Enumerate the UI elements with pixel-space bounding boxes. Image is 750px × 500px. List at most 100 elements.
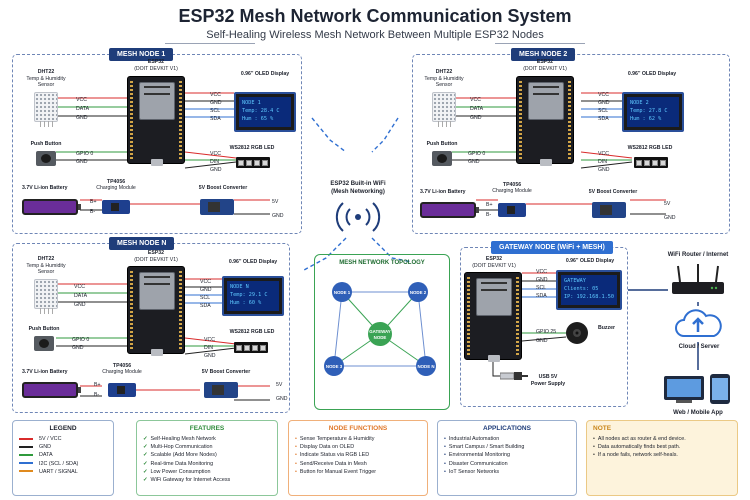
oled-label: 0.96" OLED Display bbox=[240, 71, 290, 77]
dht22-sub2: Sensor bbox=[435, 82, 453, 88]
mesh-link bbox=[311, 117, 347, 153]
function-item: Send/Receive Data in Mesh bbox=[295, 460, 421, 468]
function-item: Display Data on OLED bbox=[295, 443, 421, 451]
esp32-model: (DOIT DEVKIT V1) bbox=[134, 257, 178, 263]
pin-label: 5V bbox=[272, 199, 279, 205]
oled-line-1: NODE 1 bbox=[242, 100, 261, 106]
dht22-sub1: Temp & Humidity bbox=[26, 76, 66, 82]
pin-label: VCC bbox=[210, 151, 221, 157]
pin-label: DIN bbox=[210, 159, 219, 165]
tp4056-label: TP4056 bbox=[112, 363, 132, 369]
pin-label: DIN bbox=[204, 345, 213, 351]
applications-box: APPLICATIONS Industrial AutomationSmart … bbox=[437, 420, 577, 496]
esp32-label: ESP32 bbox=[147, 250, 165, 256]
pin-label: VCC bbox=[204, 337, 215, 343]
pin-label: B- bbox=[94, 392, 100, 398]
esp32-label: ESP32 bbox=[536, 59, 554, 65]
boost-converter bbox=[200, 199, 234, 215]
pin-label: VCC bbox=[598, 92, 609, 98]
buzzer-icon bbox=[566, 322, 588, 344]
tp4056-label: TP4056 bbox=[106, 179, 126, 185]
esp32-board bbox=[127, 266, 185, 356]
topology-title: MESH NETWORK TOPOLOGY bbox=[339, 260, 425, 266]
battery bbox=[420, 202, 479, 218]
pin-label: 5V bbox=[276, 382, 283, 388]
wifi-label-1: ESP32 Built-in WiFi bbox=[330, 181, 386, 187]
application-item: IoT Sensor Networks bbox=[444, 468, 570, 476]
tp4056-module bbox=[102, 200, 130, 214]
dht22-sensor bbox=[34, 92, 58, 127]
legend-swatch bbox=[19, 437, 33, 440]
pin-label: GPIO 0 bbox=[76, 151, 94, 157]
router-icon bbox=[672, 264, 724, 294]
pin-label: SCL bbox=[598, 108, 609, 114]
topology-node-label: NODE 1 bbox=[334, 290, 351, 295]
pin-label: SCL bbox=[200, 295, 211, 301]
pin-label: GND bbox=[76, 159, 88, 165]
dht22-sensor bbox=[432, 92, 456, 127]
functions-box: NODE FUNCTIONS Sense Temperature & Humid… bbox=[288, 420, 428, 496]
pin-label: B+ bbox=[90, 199, 97, 205]
pin-label: VCC bbox=[598, 151, 609, 157]
oled-line-2: Temp: 28.4 C bbox=[242, 108, 280, 114]
oled-label: 0.96" OLED Display bbox=[627, 71, 677, 77]
pin-label: GND bbox=[210, 167, 222, 173]
subtitle-divider-left bbox=[165, 43, 255, 44]
topology-node: NODE 3 bbox=[324, 356, 344, 376]
gateway-panel: GATEWAY NODE (WiFi + MESH) bbox=[460, 241, 628, 407]
oled-line-2: Temp: 29.1 C bbox=[230, 292, 268, 298]
pin-label: GND bbox=[204, 353, 216, 359]
battery bbox=[22, 382, 81, 398]
esp32-model: (DOIT DEVKIT V1) bbox=[134, 66, 178, 72]
page-subtitle: Self-Healing Wireless Mesh Network Betwe… bbox=[206, 29, 544, 41]
esp32-board bbox=[127, 76, 185, 166]
dht22-sub1: Temp & Humidity bbox=[26, 263, 66, 269]
pin-label: 5V bbox=[664, 201, 671, 207]
pin-label: SDA bbox=[598, 116, 609, 122]
rgb-led-strip bbox=[234, 342, 268, 353]
devices-icon bbox=[664, 374, 730, 404]
cloud-label: Cloud / Server bbox=[678, 344, 720, 350]
push-button-label: Push Button bbox=[28, 326, 60, 332]
legend-swatch bbox=[19, 453, 33, 456]
pin-label: B+ bbox=[94, 382, 101, 388]
features-box: FEATURES Self-Healing Mesh NetworkMulti-… bbox=[136, 420, 278, 496]
pin-label: SDA bbox=[536, 293, 547, 299]
pin-label: GND bbox=[470, 115, 482, 121]
boost-label: 5V Boost Converter bbox=[198, 185, 248, 191]
pin-label: DATA bbox=[470, 106, 484, 112]
pin-label: GND bbox=[276, 396, 288, 402]
oled-line-1: NODE 2 bbox=[630, 100, 649, 106]
oled-line-3: Hum : 62 % bbox=[630, 116, 662, 122]
pin-label: SCL bbox=[210, 108, 221, 114]
topology-node: NODE N bbox=[416, 356, 436, 376]
app-label: Web / Mobile App bbox=[673, 410, 723, 416]
gateway-title: GATEWAY NODE (WiFi + MESH) bbox=[491, 241, 613, 254]
pin-label: VCC bbox=[200, 279, 211, 285]
oled-label: 0.96" OLED Display bbox=[565, 258, 615, 264]
topology-node-label: NODE 3 bbox=[326, 364, 343, 369]
features-title: FEATURES bbox=[189, 425, 225, 432]
legend-item: DATA bbox=[19, 451, 107, 459]
pin-label: VCC bbox=[470, 97, 481, 103]
oled-line-3: IP: 192.168.1.50 bbox=[564, 294, 614, 300]
esp32-model: (DOIT DEVKIT V1) bbox=[472, 263, 516, 269]
pin-label: SCL bbox=[536, 285, 547, 291]
pin-label: GND bbox=[598, 167, 610, 173]
rgb-led-strip bbox=[634, 157, 668, 168]
dht22-sub2: Sensor bbox=[37, 269, 55, 275]
battery-label: 3.7V Li-ion Battery bbox=[22, 185, 68, 191]
function-item: Indicate Status via RGB LED bbox=[295, 451, 421, 459]
battery-label: 3.7V Li-ion Battery bbox=[420, 189, 466, 195]
pin-label: GND bbox=[72, 345, 84, 351]
topology-edge bbox=[417, 291, 427, 367]
push-button bbox=[36, 151, 56, 166]
dht22-label: DHT22 bbox=[435, 69, 453, 75]
application-item: Environmental Monitoring bbox=[444, 451, 570, 459]
feature-item: WiFi Gateway for Internet Access bbox=[143, 476, 271, 484]
push-button bbox=[432, 151, 452, 166]
pin-label: GND bbox=[664, 215, 676, 221]
